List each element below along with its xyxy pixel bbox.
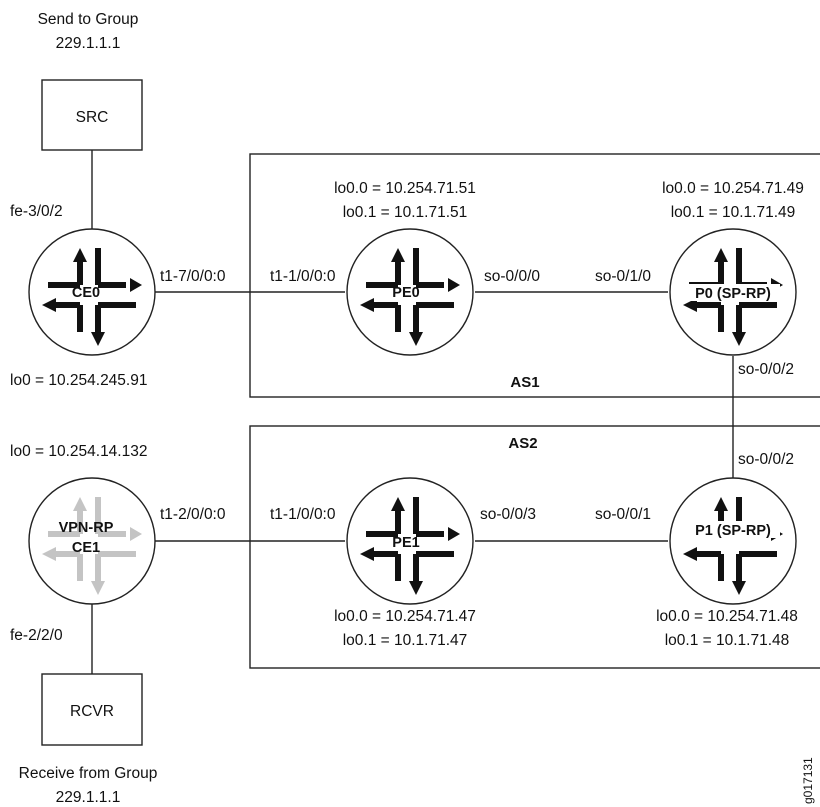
router-ce0-label: CE0	[72, 285, 100, 301]
p0-loopback-1: lo0.1 = 10.1.71.49	[671, 204, 796, 221]
iface-ce0-src: fe-3/0/2	[10, 203, 63, 220]
router-pe0: PE0	[346, 228, 474, 356]
router-arrows-icon	[360, 248, 460, 346]
p0-loopback-0: lo0.0 = 10.254.71.49	[662, 180, 804, 197]
router-p0-label: P0 (SP-RP)	[695, 286, 771, 302]
send-caption: Send to Group	[38, 11, 139, 28]
iface-ce1-rcvr: fe-2/2/0	[10, 627, 63, 644]
router-pe1-label: PE1	[392, 535, 419, 551]
router-arrows-icon	[360, 497, 460, 595]
ce0-loopback: lo0 = 10.254.245.91	[10, 372, 147, 389]
receive-group-address: 229.1.1.1	[56, 789, 121, 806]
router-ce1-label-rp: VPN-RP	[59, 520, 114, 536]
iface-p0-p1: so-0/0/2	[738, 361, 794, 378]
router-ce0: CE0	[28, 228, 156, 356]
as2-region	[249, 425, 820, 669]
iface-pe1-p1: so-0/0/3	[480, 506, 536, 523]
src-label: SRC	[76, 109, 109, 126]
ce1-loopback: lo0 = 10.254.14.132	[10, 443, 147, 460]
iface-p0-pe0: so-0/1/0	[595, 268, 651, 285]
router-pe0-label: PE0	[392, 285, 419, 301]
send-group-address: 229.1.1.1	[56, 35, 121, 52]
rcvr-host	[41, 673, 143, 746]
iface-pe1-ce1: t1-1/0/0:0	[270, 506, 336, 523]
pe1-loopback-0: lo0.0 = 10.254.71.47	[334, 608, 476, 625]
router-arrows-icon	[42, 497, 142, 595]
rcvr-label: RCVR	[70, 703, 114, 720]
figure-id: g017131	[801, 757, 815, 804]
iface-p1-pe1: so-0/0/1	[595, 506, 651, 523]
p1-loopback-1: lo0.1 = 10.1.71.48	[665, 632, 790, 649]
router-p0: P0 (SP-RP)	[669, 228, 797, 356]
iface-pe0-ce0: t1-1/0/0:0	[270, 268, 336, 285]
router-ce1-label: CE1	[72, 540, 100, 556]
as2-label: AS2	[508, 435, 537, 452]
router-p1-label: P1 (SP-RP)	[695, 523, 771, 539]
iface-p1-p0: so-0/0/2	[738, 451, 794, 468]
p1-loopback-0: lo0.0 = 10.254.71.48	[656, 608, 798, 625]
router-p1: P1 (SP-RP)	[669, 477, 797, 605]
pe1-loopback-1: lo0.1 = 10.1.71.47	[343, 632, 468, 649]
router-pe1: PE1	[346, 477, 474, 605]
router-arrows-icon	[42, 248, 142, 346]
iface-pe0-p0: so-0/0/0	[484, 268, 540, 285]
pe0-loopback-0: lo0.0 = 10.254.71.51	[334, 180, 476, 197]
router-ce1: VPN-RP CE1	[28, 477, 156, 605]
iface-ce0-pe0: t1-7/0/0:0	[160, 268, 226, 285]
src-host	[41, 79, 143, 151]
receive-caption: Receive from Group	[19, 765, 158, 782]
as1-region	[249, 153, 820, 398]
pe0-loopback-1: lo0.1 = 10.1.71.51	[343, 204, 468, 221]
as1-label: AS1	[510, 374, 539, 391]
iface-ce1-pe1: t1-2/0/0:0	[160, 506, 226, 523]
